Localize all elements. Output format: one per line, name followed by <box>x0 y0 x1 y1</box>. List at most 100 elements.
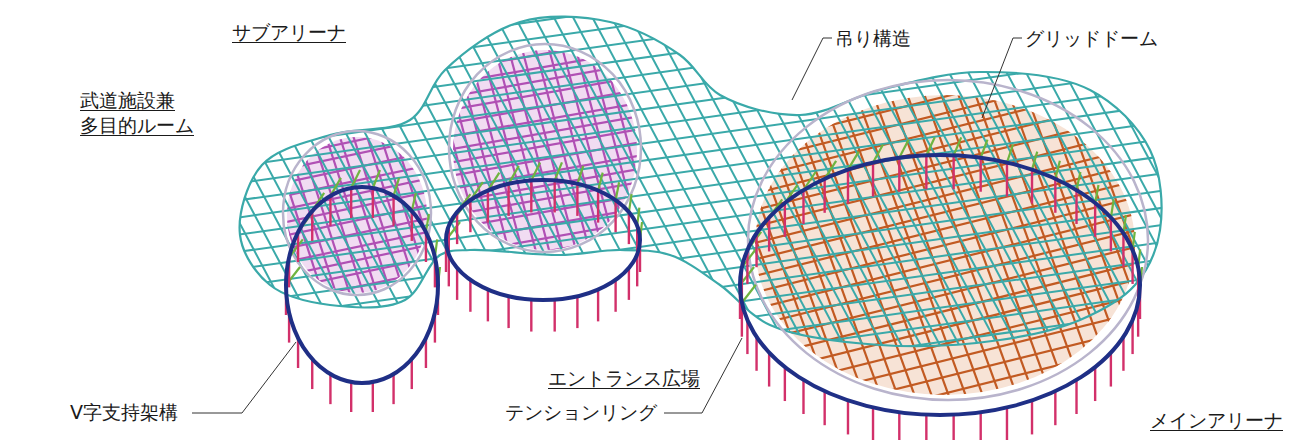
v-brace <box>598 173 603 191</box>
grid-member <box>202 134 279 371</box>
grid-member <box>359 0 1016 440</box>
grid-member <box>373 41 688 97</box>
grid-member <box>389 0 1046 440</box>
grid-member <box>734 0 1307 440</box>
callout-label: 武道施設兼 多目的ルーム <box>80 88 196 137</box>
grid-member <box>991 0 1199 440</box>
tension-ring-group <box>286 170 440 412</box>
grid-member <box>42 342 1307 440</box>
grid-member <box>360 0 675 20</box>
support-post <box>872 163 874 197</box>
grid-member <box>35 292 1307 440</box>
grid-member <box>0 0 581 440</box>
support-post <box>755 233 757 267</box>
grid-member <box>644 0 1301 440</box>
grid-member <box>642 140 1232 287</box>
support-post <box>507 184 509 216</box>
callout-label: テンションリング <box>505 400 657 425</box>
support-post <box>469 200 471 232</box>
grid-member <box>44 0 701 440</box>
grid-member <box>194 0 851 440</box>
grid-member <box>0 0 461 440</box>
grid-member <box>344 0 1001 440</box>
grid-member <box>826 0 1034 440</box>
support-post <box>553 300 555 332</box>
support-post <box>372 188 374 218</box>
grid-member <box>164 0 821 440</box>
v-brace <box>1077 172 1081 190</box>
support-post <box>576 296 578 328</box>
grid-member <box>119 0 776 440</box>
grid-member <box>1127 0 1307 427</box>
support-post <box>530 180 532 212</box>
grid-member <box>839 0 1307 440</box>
leader-layer <box>192 38 1022 413</box>
grid-member <box>588 0 1178 70</box>
support-post <box>802 190 804 224</box>
grid-member <box>0 0 611 440</box>
support-post <box>1031 170 1033 204</box>
grid-member <box>314 0 971 440</box>
support-post <box>329 374 331 404</box>
suspension-outline <box>240 17 1162 346</box>
ring-layer <box>286 137 1142 440</box>
support-post <box>614 200 616 232</box>
grid-member <box>1021 0 1229 440</box>
grid-member <box>0 0 536 440</box>
support-post <box>1110 217 1112 251</box>
grid-member <box>666 234 1256 381</box>
grid-member <box>1036 0 1244 440</box>
grid-member <box>224 0 881 440</box>
v-brace <box>577 166 583 184</box>
grid-member <box>0 0 446 440</box>
support-post <box>1094 203 1096 237</box>
grid-member <box>716 435 1306 440</box>
grid-member <box>614 0 1271 440</box>
grid-member <box>584 0 1174 55</box>
grid-member <box>704 0 1307 440</box>
support-post <box>597 289 599 321</box>
grid-member <box>374 0 1031 440</box>
v-brace <box>629 194 632 212</box>
tension-ring <box>446 180 640 300</box>
post-group <box>286 188 438 412</box>
support-post <box>1075 190 1077 224</box>
support-post <box>392 374 394 404</box>
v-brace <box>981 140 988 158</box>
grid-member <box>0 0 566 440</box>
grid-member <box>989 0 1307 440</box>
grid-member <box>284 0 941 440</box>
grid-member <box>16 157 1307 352</box>
grid-member <box>0 0 431 440</box>
support-post <box>784 367 786 401</box>
grid-member <box>209 67 453 119</box>
support-post <box>469 280 471 312</box>
grid-member <box>0 0 521 440</box>
support-post <box>768 353 770 387</box>
grid-member <box>1097 0 1305 438</box>
support-post <box>392 196 394 226</box>
grid-member <box>0 0 1307 183</box>
v-brace <box>1111 199 1114 217</box>
tension-ring-group <box>446 162 642 331</box>
support-post <box>350 188 352 218</box>
leader-line <box>792 38 832 100</box>
support-post <box>1006 407 1008 440</box>
grid-member <box>600 0 1190 117</box>
grid-member <box>479 0 1136 440</box>
grid-member <box>18 174 1307 369</box>
grid-member <box>414 272 729 328</box>
support-post <box>311 359 313 389</box>
v-brace <box>1007 145 1013 163</box>
grid-member <box>382 28 465 337</box>
grid-member <box>619 47 1209 194</box>
support-post <box>847 170 849 204</box>
post-group <box>740 155 1140 440</box>
dome-edge-group <box>283 44 1148 400</box>
v-brace <box>394 178 400 196</box>
v-brace <box>742 285 756 303</box>
dome-edge <box>449 44 641 252</box>
dome-layer <box>202 0 1307 440</box>
